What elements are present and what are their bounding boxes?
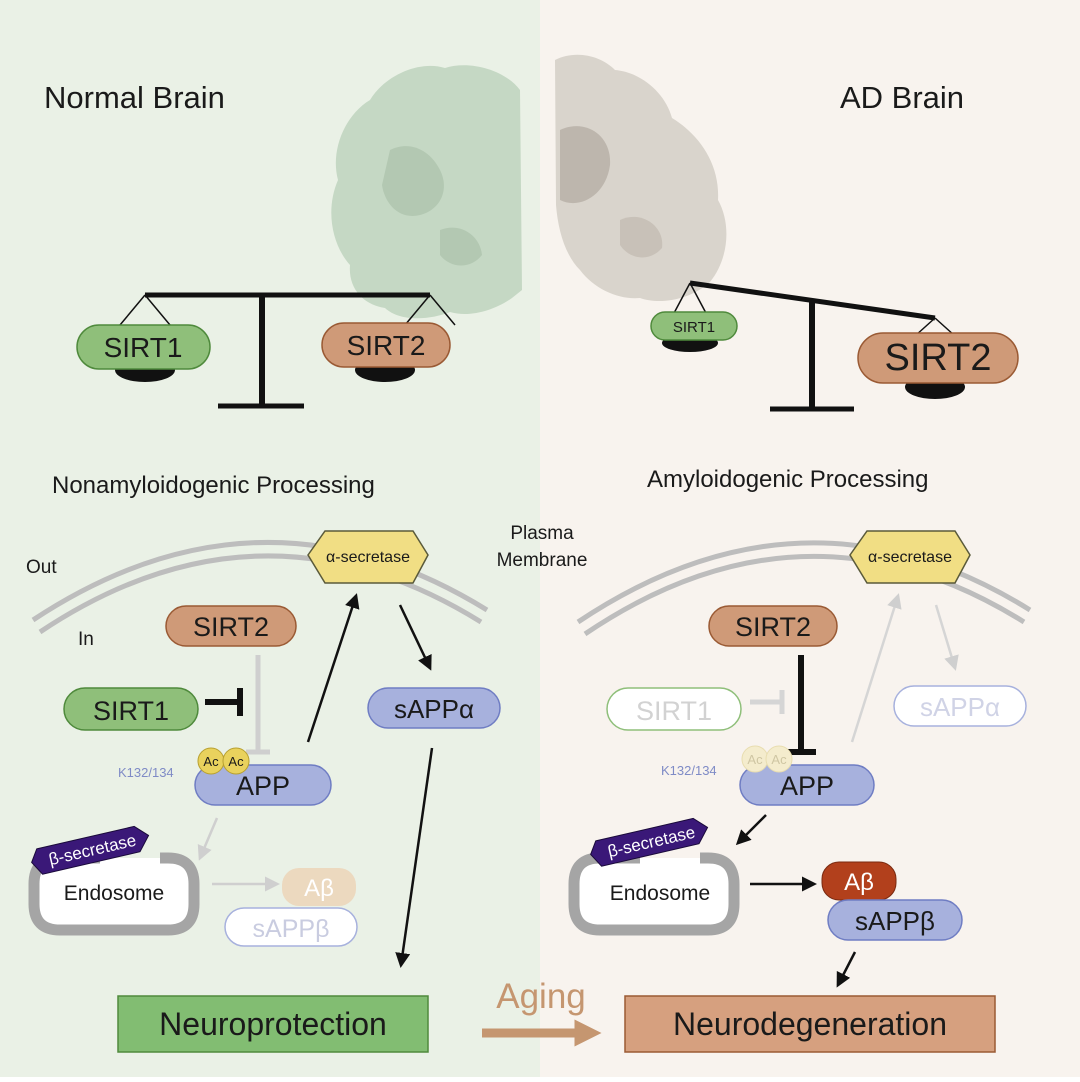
right-alpha-secretase-label: α-secretase	[868, 549, 952, 566]
left-balance-sirt2-label: SIRT2	[347, 330, 426, 361]
left-endosome-shape	[28, 852, 200, 936]
right-sirt1-label: SIRT1	[636, 696, 712, 726]
left-abeta-label: Aβ	[304, 875, 334, 902]
right-app-to-endosome-arrow	[735, 814, 767, 846]
left-sirt1-pill	[63, 687, 199, 731]
left-app-pill	[194, 764, 332, 806]
in-label: In	[78, 629, 94, 650]
left-alpha-to-sappa-arrow	[398, 604, 432, 671]
right-sappb-to-outcome-arrow	[836, 951, 857, 988]
right-ac2-circle	[765, 745, 793, 773]
neurodegeneration-label: Neurodegeneration	[673, 1006, 947, 1042]
left-balance-sirt1-label: SIRT1	[104, 332, 183, 363]
left-endosome-label: Endosome	[64, 882, 164, 905]
left-ac2-circle	[222, 747, 250, 775]
left-sappa-to-outcome-arrow	[395, 747, 434, 968]
right-sirt2-pill	[708, 605, 838, 647]
normal-brain-illustration	[331, 65, 522, 319]
right-alpha-to-sappa-arrow-faded	[934, 604, 959, 671]
right-balance-sirt1-pill	[650, 311, 738, 341]
right-abeta-label: Aβ	[844, 869, 874, 896]
neurodegeneration-box	[624, 995, 996, 1053]
right-app-label: APP	[780, 771, 834, 801]
left-ac2-label: Ac	[228, 754, 244, 769]
right-balance-sirt1-label: SIRT1	[673, 319, 715, 336]
out-label: Out	[26, 557, 57, 578]
plasma-membrane-label-line2: Membrane	[497, 550, 588, 571]
left-sirt1-label: SIRT1	[93, 696, 169, 726]
left-balance-sirt2-pill	[321, 322, 451, 368]
left-sappb-faded	[224, 907, 358, 947]
right-ac1-label: Ac	[747, 752, 763, 767]
right-title: AD Brain	[840, 80, 964, 115]
left-abeta-faded	[282, 868, 356, 906]
left-sirt2-pill	[165, 605, 297, 647]
left-sappb-label: sAPPβ	[253, 915, 330, 943]
right-sappb-label: sAPPβ	[855, 906, 935, 936]
neuroprotection-label: Neuroprotection	[159, 1006, 387, 1042]
left-alpha-secretase-label: α-secretase	[326, 549, 410, 566]
left-app-to-alpha-arrow	[306, 593, 360, 743]
left-process-title: Nonamyloidogenic Processing	[52, 472, 375, 499]
left-alpha-secretase-shape	[307, 530, 429, 584]
left-ac1-label: Ac	[203, 754, 219, 769]
right-ac2-label: Ac	[771, 752, 787, 767]
plasma-membrane-label-line1: Plasma	[510, 523, 574, 544]
right-endosome-label: Endosome	[610, 882, 710, 905]
left-k-label: K132/134	[118, 765, 174, 780]
neuroprotection-box	[117, 995, 429, 1053]
left-balance-sirt1-pill	[76, 324, 211, 370]
left-plasma-membrane	[31, 539, 489, 635]
right-k-label: K132/134	[661, 763, 717, 778]
right-alpha-secretase-shape	[849, 530, 971, 584]
right-app-pill	[739, 764, 875, 806]
right-sappa-pill-faded	[893, 685, 1027, 727]
left-sappa-label: sAPPα	[394, 694, 474, 724]
right-process-title: Amyloidogenic Processing	[647, 466, 928, 493]
right-balance-sirt2-label: SIRT2	[884, 337, 991, 379]
right-sirt2-label: SIRT2	[735, 612, 811, 642]
right-sappb-pill	[827, 899, 963, 941]
left-app-to-endosome-arrow-faded	[197, 817, 219, 861]
right-balance-sirt2-pill	[857, 332, 1019, 384]
left-sirt2-label: SIRT2	[193, 612, 269, 642]
aging-label: Aging	[496, 977, 586, 1016]
right-endosome-shape	[568, 852, 740, 936]
right-sappa-label: sAPPα	[920, 692, 1000, 722]
left-title: Normal Brain	[44, 80, 225, 115]
right-plasma-membrane	[576, 540, 1032, 637]
right-app-to-alpha-arrow-faded	[850, 593, 902, 743]
right-sirt1-pill-faded	[606, 687, 742, 731]
ad-brain-illustration	[555, 54, 727, 302]
left-app-label: APP	[236, 771, 290, 801]
left-sappa-pill	[367, 687, 501, 729]
